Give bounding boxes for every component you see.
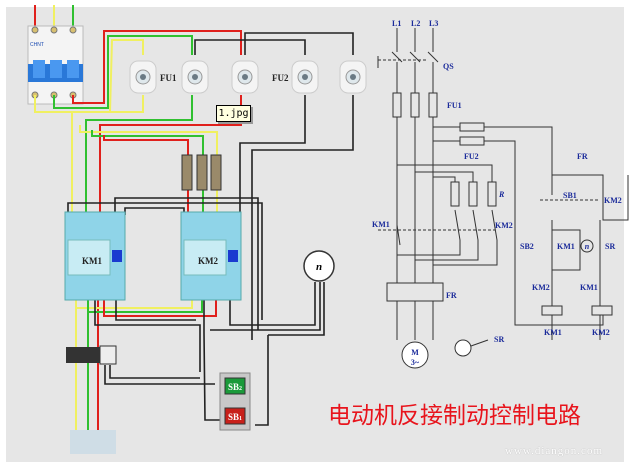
speed-relay: n bbox=[303, 250, 335, 282]
svg-text:KM1: KM1 bbox=[372, 220, 390, 229]
svg-text:CHNT: CHNT bbox=[30, 42, 44, 48]
image-tooltip: 1.jpg bbox=[216, 105, 251, 122]
fuse-block-fu1: FU1 bbox=[129, 60, 259, 94]
svg-text:FU1: FU1 bbox=[447, 101, 462, 110]
svg-text:SR: SR bbox=[494, 335, 504, 344]
push-button-station: SB2 SB1 bbox=[219, 372, 251, 431]
svg-text:KM2: KM2 bbox=[495, 221, 513, 230]
sb2-button[interactable] bbox=[224, 377, 246, 395]
terminal-block bbox=[70, 430, 116, 454]
contactor-km1: KM1 bbox=[64, 211, 126, 301]
svg-text:n: n bbox=[316, 261, 322, 273]
sb1-button[interactable] bbox=[224, 407, 246, 425]
svg-text:L1: L1 bbox=[392, 19, 401, 28]
svg-text:KM2: KM2 bbox=[532, 283, 550, 292]
svg-text:n: n bbox=[585, 242, 590, 251]
svg-text:SR: SR bbox=[605, 242, 615, 251]
contactor-km2: KM2 bbox=[180, 211, 242, 301]
svg-text:SB1: SB1 bbox=[563, 191, 577, 200]
svg-text:KM2: KM2 bbox=[198, 256, 218, 266]
power-wires bbox=[34, 30, 242, 430]
schematic-labels: L1 L2 L3 QS FU1 FU2 FR R SB1 KM2 KM1 KM2… bbox=[372, 19, 622, 367]
watermark: www.diangon.com bbox=[505, 445, 603, 457]
svg-text:SB2: SB2 bbox=[228, 382, 242, 392]
svg-text:KM2: KM2 bbox=[592, 328, 610, 337]
svg-text:L2: L2 bbox=[411, 19, 420, 28]
fuse-block-fu2: FU2 bbox=[272, 60, 367, 94]
svg-text:SB2: SB2 bbox=[520, 242, 534, 251]
svg-text:SB1: SB1 bbox=[228, 412, 242, 422]
svg-text:R: R bbox=[498, 190, 505, 199]
fu1-label: FU1 bbox=[160, 73, 177, 83]
svg-text:KM2: KM2 bbox=[604, 196, 622, 205]
svg-text:QS: QS bbox=[443, 62, 454, 71]
svg-text:FR: FR bbox=[577, 152, 588, 161]
svg-text:FR: FR bbox=[446, 291, 457, 300]
braking-resistors bbox=[181, 154, 222, 191]
fu2-label: FU2 bbox=[272, 73, 289, 83]
svg-text:KM1: KM1 bbox=[557, 242, 575, 251]
svg-text:KM1: KM1 bbox=[544, 328, 562, 337]
svg-text:M: M bbox=[411, 348, 419, 357]
svg-text:3~: 3~ bbox=[411, 358, 420, 367]
circuit-breaker: CHNT bbox=[27, 25, 84, 105]
diagram-title: 电动机反接制动控制电路 bbox=[328, 403, 581, 429]
svg-text:L3: L3 bbox=[429, 19, 438, 28]
schematic bbox=[377, 28, 629, 369]
svg-text:FU2: FU2 bbox=[464, 152, 479, 161]
svg-text:KM1: KM1 bbox=[82, 256, 102, 266]
thermal-relay bbox=[66, 345, 117, 365]
svg-text:KM1: KM1 bbox=[580, 283, 598, 292]
